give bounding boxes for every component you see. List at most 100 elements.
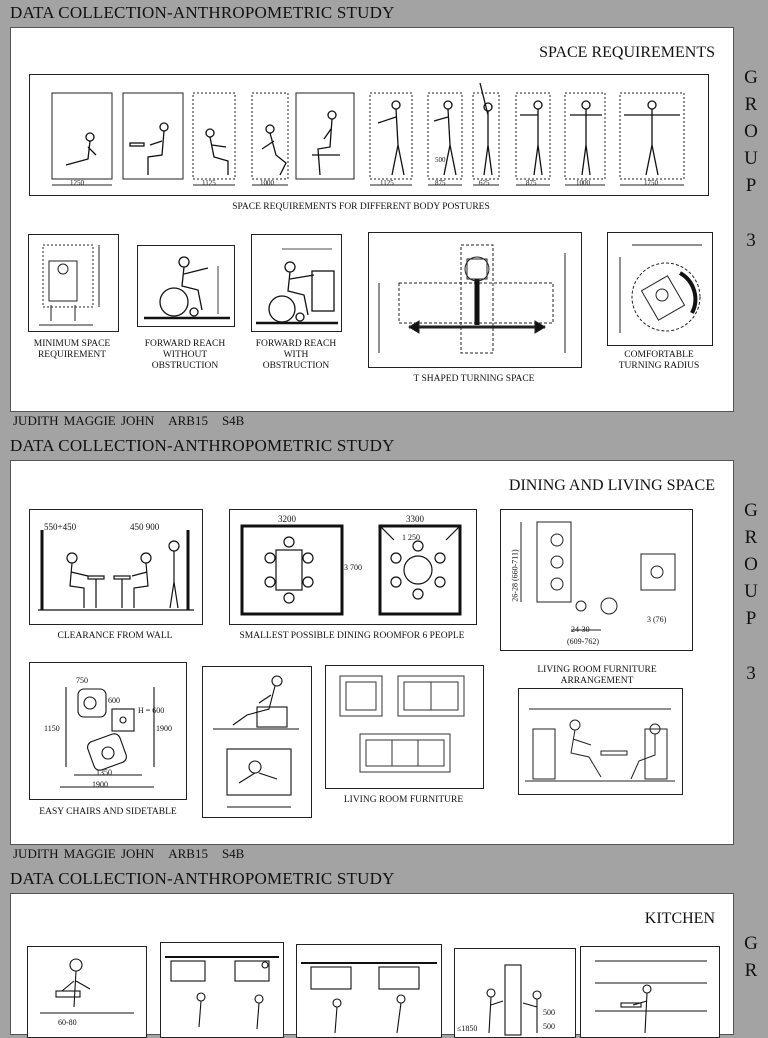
- postures-figure: 1250 1125 1000 1125 875 500 625 875 1000…: [29, 74, 709, 196]
- dim-label: 875: [526, 179, 537, 187]
- section-title: KITCHEN: [644, 910, 715, 927]
- dim-label: 1250: [70, 179, 84, 187]
- caption-forward-without: FORWARD REACH WITHOUT OBSTRUCTION: [144, 339, 226, 371]
- caption-forward-with: FORWARD REACH WITH OBSTRUCTION: [255, 339, 337, 371]
- kitchen-drawing: [301, 962, 437, 1034]
- dim-label: 60-80: [58, 1018, 77, 1027]
- side-number: 3: [746, 663, 756, 684]
- side-letter: P: [745, 608, 757, 629]
- side-letter: P: [745, 175, 757, 196]
- content-panel: SPACE REQUIREMENTS: [10, 27, 734, 412]
- section-title: DINING AND LIVING SPACE: [508, 477, 715, 494]
- postures-drawing: [51, 82, 685, 186]
- side-letter: R: [744, 960, 758, 981]
- t-turning-drawing: [378, 244, 566, 354]
- kitchen-figure-5: [580, 946, 720, 1038]
- forward-reach-without-figure: [137, 245, 235, 327]
- side-letter: G: [744, 67, 758, 88]
- dining-room-drawing: [240, 524, 462, 616]
- dim-label: 1000: [576, 179, 590, 187]
- footer-code: ARB15: [168, 413, 208, 428]
- living-furniture-figure: [325, 665, 484, 789]
- dim-label: h = 600: [138, 706, 165, 715]
- minimum-space-figure: [28, 234, 119, 332]
- minimum-space-drawing: [39, 244, 100, 326]
- dim-label: 1125: [380, 179, 394, 187]
- kitchen-figure-1: 60-80: [27, 946, 147, 1038]
- side-letter: R: [744, 94, 758, 115]
- sheet-title: DATA COLLECTION-ANTHROPOMETRIC STUDY: [10, 436, 395, 455]
- dim-label: 26-28 (660-711): [510, 549, 520, 602]
- dim-label: 1900: [92, 780, 108, 789]
- dim-label: 1350: [96, 768, 112, 777]
- clearance-drawing: [38, 530, 194, 611]
- caption-t-shaped: T SHAPED TURNING SPACE: [413, 374, 535, 384]
- kitchen-drawing: [40, 958, 134, 1014]
- section-title: SPACE REQUIREMENTS: [539, 44, 715, 61]
- dining-room-figure: 3200 3300 3 700 1 250: [229, 509, 477, 625]
- dim-label: 1125: [202, 179, 216, 187]
- dim-label: ≤1850: [457, 1024, 478, 1033]
- dim-label: 625: [479, 179, 490, 187]
- dim-label: 500: [435, 156, 446, 164]
- kitchen-figure-4: ≤1850 500 500: [454, 948, 576, 1038]
- living-elevation-drawing: [525, 708, 675, 782]
- content-panel: DINING AND LIVING SPACE 550+450 450 900 …: [10, 460, 734, 845]
- caption-minimum-space: MINIMUM SPACE REQUIREMENT: [33, 339, 111, 360]
- dim-label: 500: [543, 1022, 555, 1031]
- turning-radius-drawing: [619, 244, 702, 333]
- forward-reach-with-figure: [251, 234, 342, 332]
- dim-label: 1900: [156, 724, 172, 733]
- caption-dining-room: SMALLEST POSSIBLE DINING ROOMFOR 6 PEOPL…: [239, 631, 465, 641]
- dim-label: 600: [108, 696, 120, 705]
- sheet-title: DATA COLLECTION-ANTHROPOMETRIC STUDY: [10, 3, 395, 22]
- dim-label: 750: [76, 676, 88, 685]
- kitchen-figure-2: [160, 942, 284, 1038]
- dim-label: 3 (76): [647, 615, 667, 624]
- lounge-chair-figure: [202, 666, 312, 818]
- wheelchair-drawing: [144, 256, 230, 320]
- clearance-figure: 550+450 450 900: [29, 509, 203, 625]
- dim-label: 450 900: [130, 522, 160, 532]
- sheet-kitchen: DATA COLLECTION-ANTHROPOMETRIC STUDY KIT…: [0, 866, 768, 1038]
- footer-sem: S4B: [221, 846, 245, 861]
- footer-code: ARB15: [168, 846, 208, 861]
- easy-chairs-figure: 750 600 h = 600 1150 1900 1350 1900: [29, 662, 187, 800]
- dim-label: 875: [435, 179, 446, 187]
- dim-label: 24-30: [571, 625, 590, 634]
- side-letter: R: [744, 527, 758, 548]
- caption-living-furniture: LIVING ROOM FURNITURE: [343, 795, 464, 805]
- kitchen-figure-3: [296, 944, 442, 1038]
- dim-label: 1000: [260, 179, 274, 187]
- side-letter: G: [744, 933, 758, 954]
- dim-label: 3 700: [344, 563, 362, 572]
- dim-label: 1750: [644, 179, 658, 187]
- side-group-label: G R O U P 3: [738, 497, 764, 687]
- kitchen-drawing: [165, 956, 279, 1030]
- side-letter: G: [744, 500, 758, 521]
- dim-label: 1 250: [402, 533, 420, 542]
- side-letter: U: [744, 581, 758, 602]
- turning-radius-figure: [607, 232, 713, 346]
- content-panel: KITCHEN 60-80: [10, 893, 734, 1038]
- sheet-title: DATA COLLECTION-ANTHROPOMETRIC STUDY: [10, 869, 395, 888]
- living-arrangement-plan-figure: 24-30 (609-762) 26-28 (660-711) 3 (76): [500, 509, 693, 651]
- caption-clearance: CLEARANCE FROM WALL: [57, 631, 173, 641]
- lounge-chair-drawing: [213, 675, 299, 808]
- footer-name: JUDITH MAGGIE JOHN: [13, 846, 155, 861]
- easy-chairs-drawing: [60, 687, 155, 788]
- dim-label: 3200: [278, 514, 296, 524]
- dim-label: 500: [543, 1008, 555, 1017]
- dim-label: 550+450: [44, 522, 77, 532]
- dim-label: 1150: [44, 724, 60, 733]
- caption-postures: SPACE REQUIREMENTS FOR DIFFERENT BODY PO…: [232, 202, 490, 212]
- living-furniture-drawing: [339, 675, 465, 773]
- wheelchair-obstruction-drawing: [256, 248, 338, 325]
- side-group-label: G R O U P 3: [738, 64, 764, 254]
- footer-sem: S4B: [221, 413, 245, 428]
- living-plan-drawing: [520, 521, 676, 631]
- living-arrangement-elevation-figure: [518, 688, 683, 795]
- sheet-space-requirements: DATA COLLECTION-ANTHROPOMETRIC STUDY SPA…: [0, 0, 768, 433]
- caption-turning-radius: COMFORTABLE TURNING RADIUS: [618, 350, 700, 371]
